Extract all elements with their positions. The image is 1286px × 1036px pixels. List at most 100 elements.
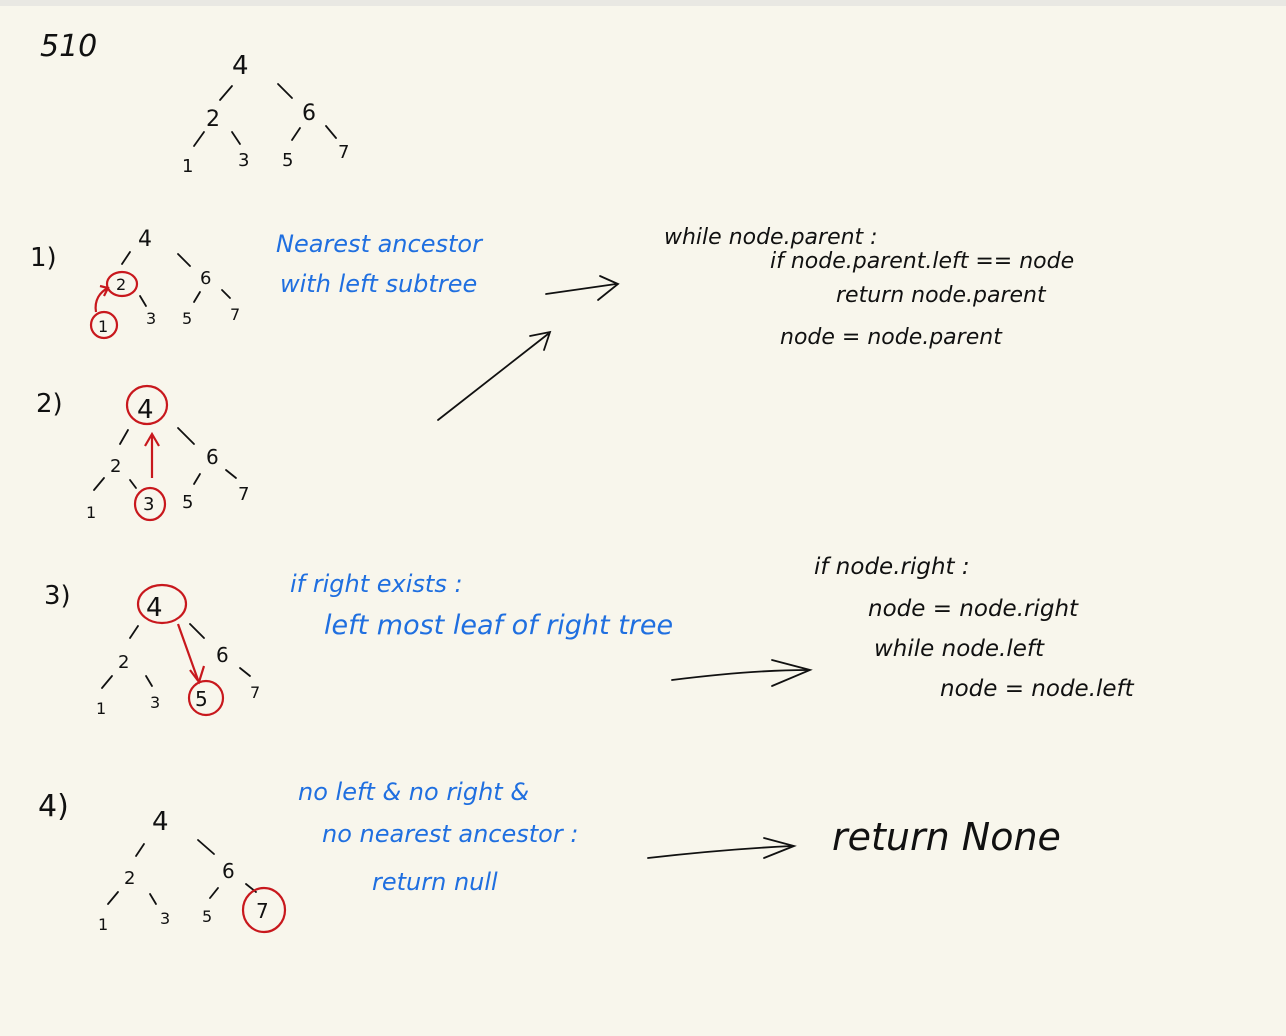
top-edge	[0, 0, 1286, 6]
case3-tree: 4 2 6 1 3 5 7	[96, 583, 260, 718]
arrow-to-code	[545, 283, 617, 295]
down-arrow	[176, 623, 200, 681]
case3-note-line2: left most leaf of right tree	[324, 610, 673, 641]
highlight-circle	[133, 486, 167, 522]
tree-edge	[177, 253, 191, 267]
arrow-to-code	[647, 845, 793, 859]
tree-node: 3	[238, 150, 249, 171]
arrow-to-code	[437, 333, 549, 421]
tree-node: 5	[202, 907, 212, 926]
code-line: node = node.left	[940, 676, 1135, 702]
arrow-to-code	[671, 669, 809, 681]
code-line: return node.parent	[836, 283, 1047, 308]
arrow-head	[144, 431, 160, 447]
highlight-circle	[89, 310, 119, 340]
tree-node: 5	[195, 687, 208, 711]
case-label: 4)	[38, 789, 69, 824]
tree-edge	[193, 291, 201, 303]
tree-edge	[129, 479, 137, 489]
tree-node: 4	[152, 807, 169, 837]
case1-note-line1: Nearest ancestor	[276, 230, 484, 258]
case-label: 3)	[44, 581, 71, 611]
tree-edge	[189, 623, 205, 639]
case3-note-line1: if right exists :	[290, 570, 463, 598]
arrow-head	[529, 330, 552, 351]
arrow-head	[763, 837, 797, 859]
tree-edge	[221, 289, 231, 299]
tree-node: 2	[124, 868, 135, 889]
tree-edge	[277, 83, 293, 99]
tree-node: 5	[182, 492, 193, 513]
tree-node: 1	[98, 915, 108, 934]
tree-node: 7	[250, 683, 260, 702]
tree-node: 3	[146, 309, 156, 328]
highlight-circle	[125, 384, 169, 426]
tree-edge	[219, 85, 233, 101]
case1-tree: 4 2 6 1 3 5 7	[89, 227, 240, 340]
tree-node: 2	[110, 456, 121, 477]
code-line: node = node.parent	[780, 325, 1003, 350]
tree-node: 4	[138, 227, 152, 252]
tree-edge	[231, 131, 241, 145]
tree-node: 2	[206, 107, 220, 132]
tree-edge	[239, 667, 251, 677]
case4-note-line3: return null	[372, 868, 498, 896]
tree-node: 2	[116, 275, 126, 294]
tree-edge	[177, 427, 195, 445]
code-line: while node.parent :	[664, 225, 878, 250]
tree-edge	[101, 675, 113, 689]
tree-node: 2	[118, 652, 129, 673]
tree-node: 4	[137, 395, 154, 425]
tree-node: 1	[96, 699, 106, 718]
case4-note-line1: no left & no right &	[298, 778, 529, 806]
tree-node: 3	[143, 494, 154, 515]
tree-node: 7	[230, 305, 240, 324]
tree-edge	[291, 127, 301, 141]
tree-edge	[149, 893, 157, 905]
tree-node: 4	[232, 51, 249, 81]
tree-node: 6	[200, 268, 211, 289]
tree-node: 6	[216, 643, 229, 667]
tree-edge	[209, 887, 219, 899]
tree-node: 7	[256, 899, 269, 923]
arrow-head	[189, 665, 206, 685]
arrow-head	[99, 284, 110, 297]
tree-node: 7	[338, 142, 349, 163]
tree-edge	[197, 839, 215, 855]
tree-node: 5	[182, 309, 192, 328]
highlight-circle	[105, 270, 139, 298]
tree-node: 5	[282, 150, 293, 171]
tree-node: 3	[150, 693, 160, 712]
tree-edge	[119, 429, 129, 445]
tree-node: 4	[146, 593, 163, 623]
case4-tree: 4 2 6 1 3 5 7	[98, 807, 287, 934]
highlight-circle	[136, 583, 188, 625]
tree-node: 6	[222, 859, 235, 883]
tree-node: 3	[160, 909, 170, 928]
code-line: if node.parent.left == node	[770, 249, 1074, 274]
arrow-head	[771, 659, 813, 687]
tree-edge	[129, 625, 139, 639]
reference-tree: 4 2 6 1 3 5 7	[182, 51, 349, 177]
highlight-circle	[187, 679, 225, 717]
case-label: 2)	[36, 389, 63, 419]
case1-note-line2: with left subtree	[280, 270, 477, 298]
tree-node: 1	[98, 317, 108, 336]
problem-number: 510	[40, 29, 97, 64]
tree-edge	[193, 131, 205, 147]
tree-node: 1	[86, 503, 96, 522]
tree-edge	[325, 125, 337, 139]
code-line: node = node.right	[868, 596, 1079, 622]
code-line: while node.left	[874, 636, 1045, 662]
highlight-circle	[241, 886, 287, 934]
tree-edge	[145, 675, 153, 687]
code-line: return None	[832, 815, 1061, 859]
tree-edge	[225, 469, 237, 479]
case2-tree: 4 2 6 1 3 5 7	[86, 384, 249, 522]
tree-edge	[121, 251, 131, 265]
case4-note-line2: no nearest ancestor :	[322, 820, 578, 848]
tree-edge	[93, 477, 105, 491]
code-line: if node.right :	[814, 554, 970, 580]
tree-node: 6	[206, 445, 219, 469]
